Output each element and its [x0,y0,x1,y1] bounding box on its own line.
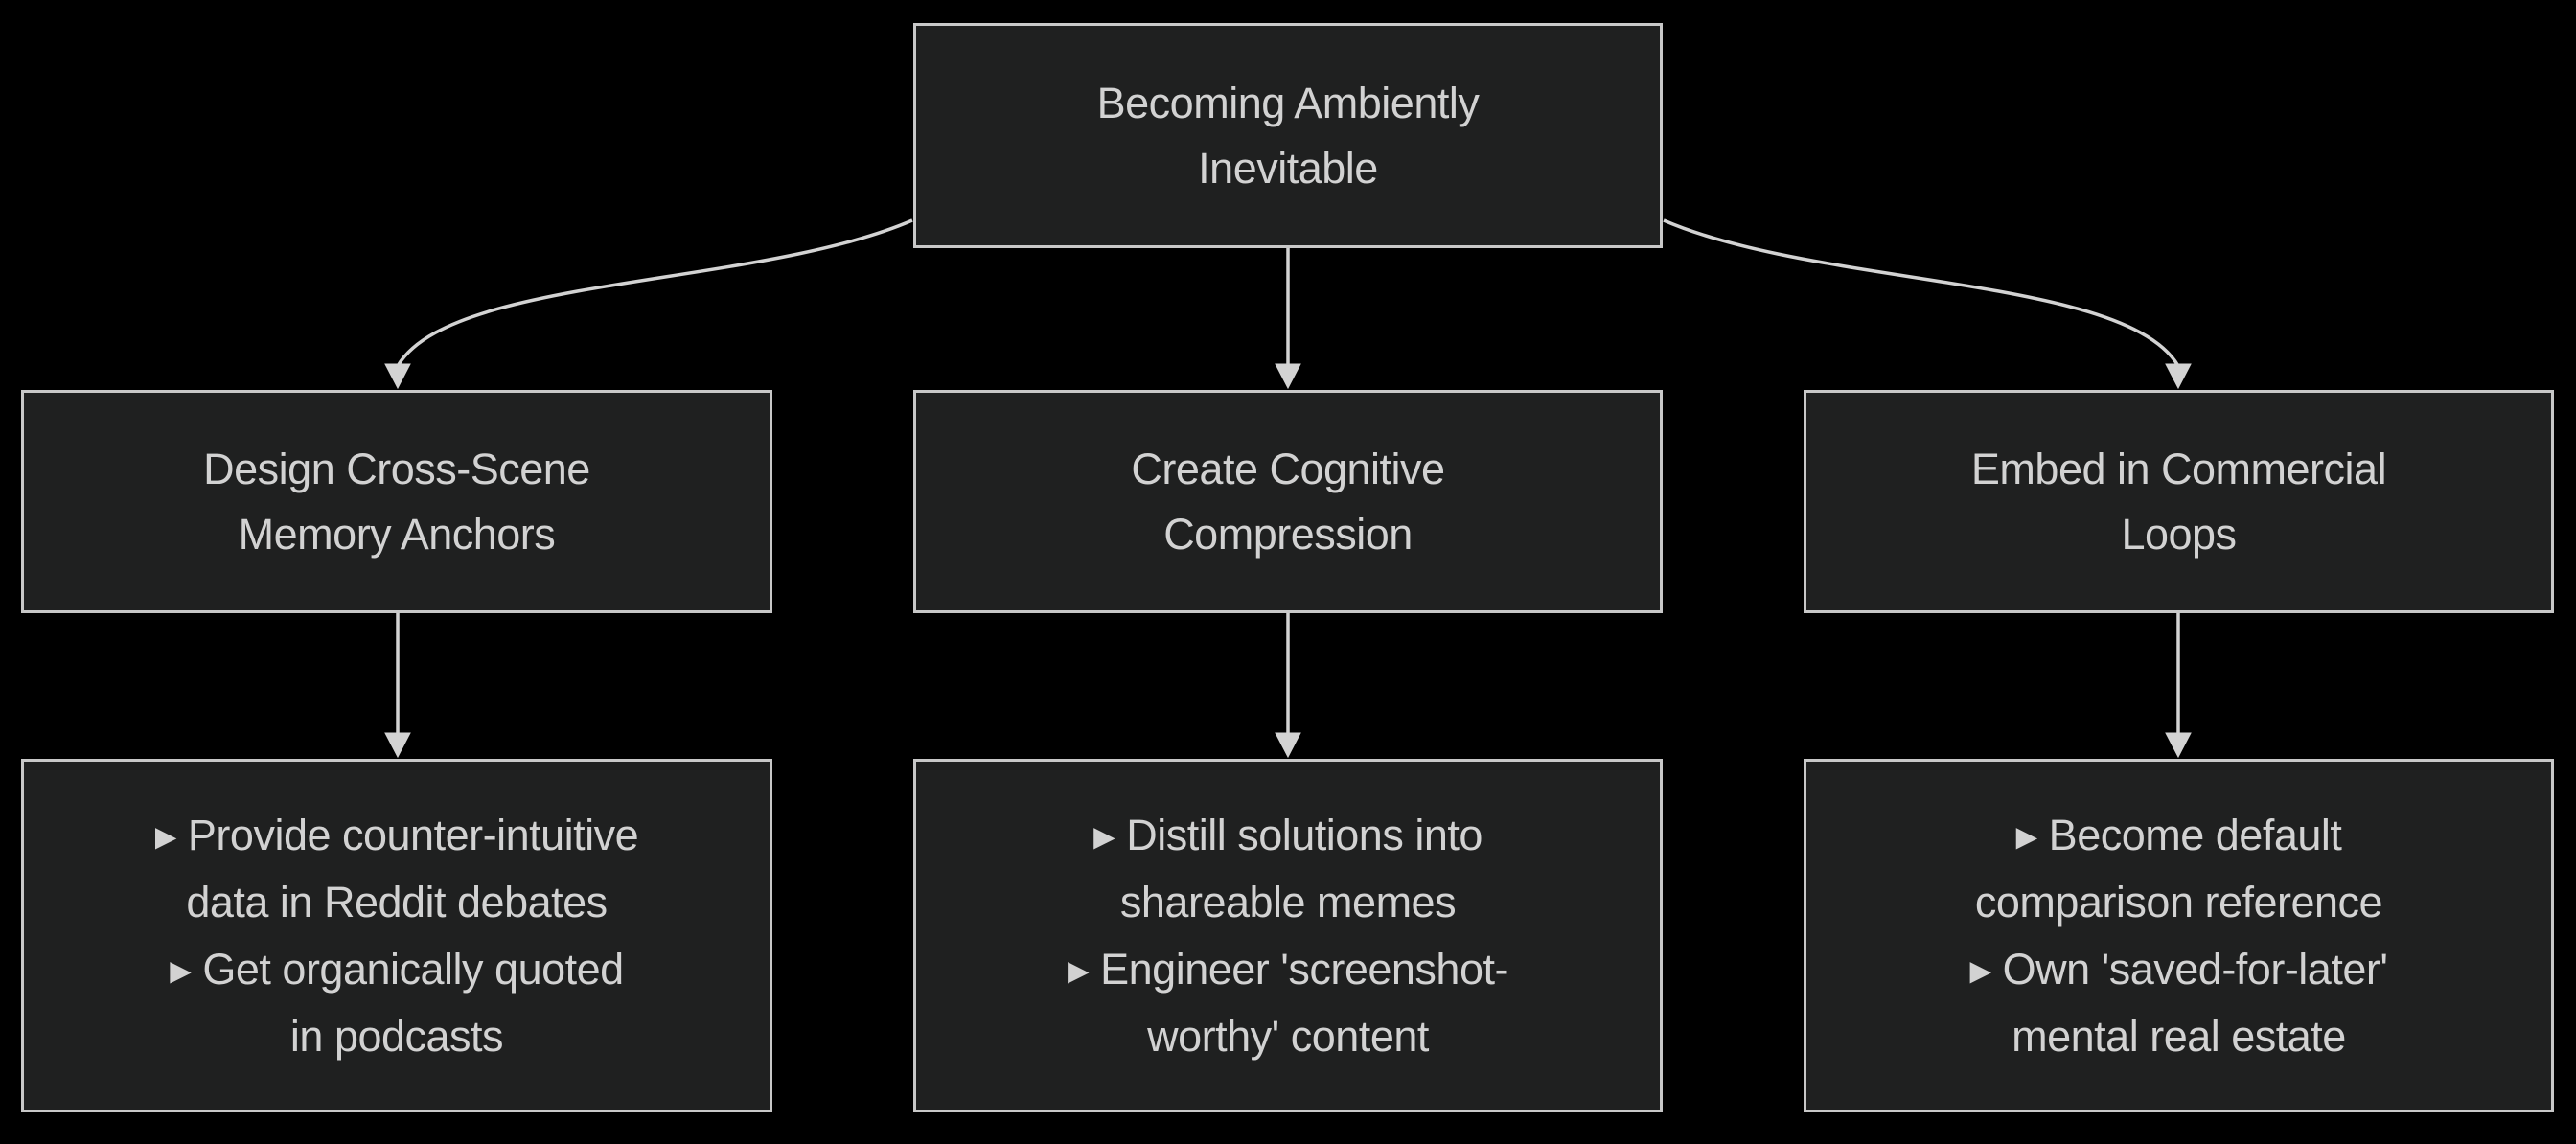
arrow-memory-anchors-to-tactics [384,613,411,759]
node-commercial-loops-tactics: ▸ Become default comparison reference ▸ … [1804,759,2554,1112]
arrowhead-down-icon [1275,732,1301,759]
arrow-root-to-memory-anchors [384,218,913,390]
node-embed-in-commercial-loops: Embed in Commercial Loops [1804,390,2554,613]
arrow-cognitive-compression-to-tactics [1275,613,1301,759]
node-memory-anchors-tactics: ▸ Provide counter-intuitive data in Redd… [21,759,772,1112]
arrow-root-to-cognitive-compression [1275,248,1301,390]
node-cognitive-compression-tactics: ▸ Distill solutions into shareable memes… [913,759,1663,1112]
arrowhead-down-icon [1275,363,1301,390]
arrowhead-down-icon [2165,363,2192,390]
node-becoming-ambiently-inevitable: Becoming Ambiently Inevitable [913,23,1663,248]
arrow-commercial-loops-to-tactics [2165,613,2192,759]
arrowhead-down-icon [2165,732,2192,759]
arrow-root-to-commercial-loops [1663,218,2192,390]
arrowhead-down-icon [384,363,411,390]
node-design-cross-scene-memory-anchors: Design Cross-Scene Memory Anchors [21,390,772,613]
arrowhead-down-icon [384,732,411,759]
node-create-cognitive-compression: Create Cognitive Compression [913,390,1663,613]
